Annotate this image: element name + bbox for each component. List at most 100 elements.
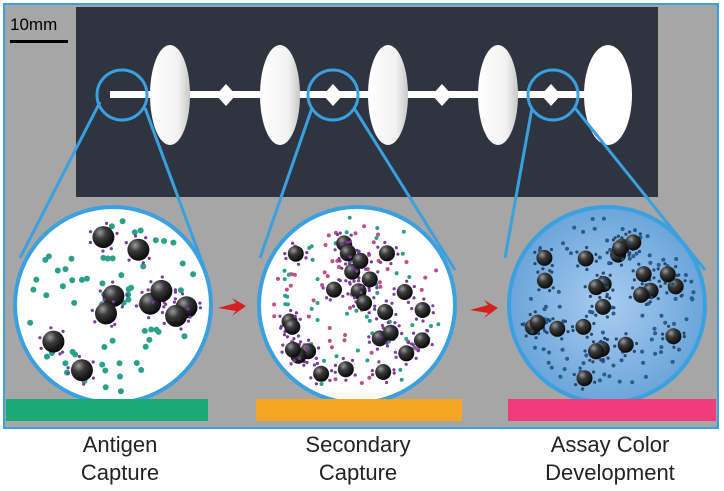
particle [350, 358, 355, 362]
particle [282, 268, 287, 273]
particle [569, 251, 573, 256]
particle [599, 339, 603, 343]
particle [419, 287, 424, 292]
particle [125, 293, 129, 297]
particle [416, 349, 420, 353]
particle [325, 296, 329, 300]
particle [305, 360, 309, 365]
particle [605, 292, 609, 297]
particle [377, 360, 381, 364]
particle [379, 260, 383, 264]
particle [141, 327, 148, 334]
particle [653, 351, 658, 356]
particle [374, 236, 379, 240]
particle [550, 270, 554, 274]
particle [389, 262, 393, 266]
particle [404, 337, 409, 341]
outlet-chamber [584, 45, 632, 145]
particle [146, 336, 153, 343]
caption-line: Capture [318, 460, 398, 485]
scale-bar-label: 10mm [10, 15, 58, 34]
particle [677, 273, 681, 277]
particle [385, 341, 389, 345]
particle [285, 335, 290, 339]
particle [581, 387, 585, 391]
particle [434, 268, 439, 273]
particle [634, 251, 639, 256]
microfluidic-chip [76, 7, 658, 197]
caption-antigen-capture: Antigen Capture [40, 431, 200, 487]
particle [330, 259, 335, 264]
particle [181, 333, 188, 340]
particle [421, 319, 425, 323]
particle [314, 356, 318, 360]
particle [643, 374, 648, 379]
particle [645, 234, 650, 239]
particle [140, 290, 144, 294]
particle [299, 340, 303, 344]
particle [386, 321, 390, 325]
particle [309, 306, 314, 311]
particle [343, 333, 348, 337]
magnifier-rings [95, 68, 580, 122]
particle [644, 283, 648, 287]
particle [591, 340, 596, 344]
particle [110, 324, 114, 328]
particle [380, 323, 384, 328]
particle [588, 279, 605, 296]
particle [591, 360, 595, 364]
particle [38, 336, 42, 340]
particle [624, 232, 628, 236]
particle [422, 297, 426, 301]
particle [405, 279, 409, 283]
particle [436, 322, 441, 327]
particle [534, 336, 538, 340]
particle [590, 304, 594, 308]
particle [282, 277, 287, 282]
particle [536, 270, 540, 274]
particle [414, 302, 431, 318]
particle [378, 280, 382, 285]
particle [619, 358, 624, 363]
particle [347, 215, 352, 220]
particle [581, 361, 586, 366]
particle [138, 367, 145, 373]
particle [291, 241, 295, 245]
particle [595, 273, 599, 277]
particle [173, 288, 177, 292]
particle [620, 227, 625, 231]
particle [581, 229, 586, 234]
particle [605, 285, 609, 289]
particle [611, 288, 615, 292]
particle [348, 280, 352, 284]
particle [371, 240, 376, 245]
particle [297, 356, 302, 360]
particle [627, 256, 632, 261]
particle [613, 344, 617, 348]
particle [198, 306, 203, 310]
particle [549, 320, 566, 337]
particle [58, 352, 62, 356]
particle [605, 338, 610, 342]
particle [673, 296, 678, 301]
particle [379, 245, 395, 262]
particle [323, 243, 328, 247]
particle [377, 304, 394, 320]
particle [102, 384, 109, 391]
particle [612, 306, 616, 310]
particle [556, 289, 561, 294]
particle [62, 360, 69, 367]
particle [369, 350, 374, 355]
particle [376, 245, 380, 249]
particle [617, 336, 634, 353]
particle [594, 313, 598, 317]
particle [648, 260, 653, 265]
particle [565, 356, 570, 361]
particle [414, 346, 418, 351]
particle [289, 308, 293, 313]
particle [319, 382, 324, 386]
particle [365, 358, 370, 363]
particle [575, 250, 579, 254]
particle [683, 279, 687, 283]
